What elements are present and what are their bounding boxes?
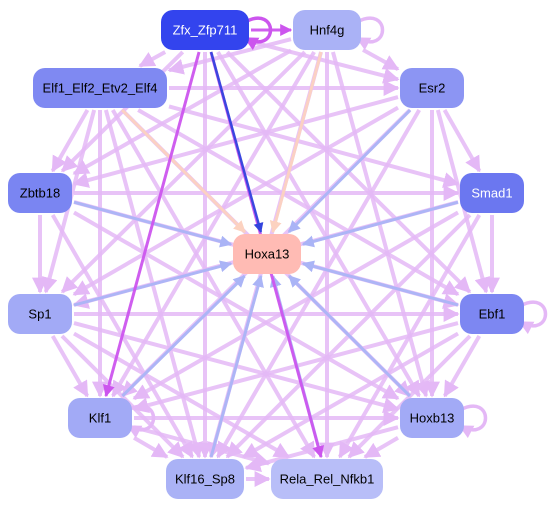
node-label-rela: Rela_Rel_Nfkb1 [280,471,375,486]
node-box-smad1 [460,173,524,213]
edge-hoxb13-to-rela [363,436,400,459]
edge-zbtb18-to-hoxb13 [73,210,400,401]
node-smad1[interactable]: Smad1 [460,173,524,213]
node-box-elf1 [33,68,167,108]
self-loop-zfx [243,16,273,51]
edge-zfx-to-hoxb13 [216,50,421,398]
edge-sp1-to-klf1 [50,335,90,398]
edge-klf16-to-hoxa13 [209,274,264,458]
node-label-hnf4g: Hnf4g [310,22,345,37]
edge-esr2-to-hoxa13 [287,108,412,234]
node-klf16[interactable]: Klf16_Sp8 [166,459,244,499]
edge-esr2-to-klf16 [216,108,421,459]
node-box-ebf1 [460,294,524,334]
node-label-ebf1: Ebf1 [479,306,506,321]
self-loop-klf1 [126,404,156,439]
edge-sp1-to-hoxa13 [73,260,233,307]
edge-ebf1-to-hoxb13 [442,335,482,398]
edge-zfx-to-klf1 [102,51,201,398]
node-box-esr2 [400,68,464,108]
edge-hnf4g-to-klf1 [111,50,316,398]
edge-hnf4g-to-elf1 [167,37,292,75]
edge-hnf4g-to-esr2 [362,48,400,71]
edge-zfx-to-esr2 [250,39,400,84]
edge-hnf4g-to-hoxa13 [269,51,323,234]
node-elf1[interactable]: Elf1_Elf2_Etv2_Elf4 [33,68,167,108]
node-ebf1[interactable]: Ebf1 [460,294,524,334]
node-zfx[interactable]: Zfx_Zfp711 [161,10,249,50]
node-label-esr2: Esr2 [419,80,446,95]
edge-elf1-to-zbtb18 [50,109,90,173]
node-rela[interactable]: Rela_Rel_Nfkb1 [271,459,383,499]
node-esr2[interactable]: Esr2 [400,68,464,108]
node-box-zbtb18 [8,173,72,213]
edge-elf1-to-ebf1 [137,108,460,297]
node-label-smad1: Smad1 [471,185,512,200]
node-label-klf1: Klf1 [89,410,111,425]
node-label-elf1: Elf1_Elf2_Etv2_Elf4 [43,80,158,95]
edge-zfx-to-elf1 [138,50,167,68]
node-sp1[interactable]: Sp1 [8,294,72,334]
node-label-sp1: Sp1 [28,306,51,321]
node-label-zbtb18: Zbtb18 [20,185,60,200]
edge-klf1-to-hoxa13 [121,274,246,398]
node-hnf4g[interactable]: Hnf4g [293,10,361,50]
node-box-rela [271,459,383,499]
node-zbtb18[interactable]: Zbtb18 [8,173,72,213]
edge-zfx-to-hoxa13 [209,51,264,233]
node-box-hnf4g [293,10,361,50]
node-box-sp1 [8,294,72,334]
edge-elf1-to-hoxa13 [121,108,246,234]
edge-ebf1-to-hoxa13 [301,260,459,307]
node-label-hoxb13: Hoxb13 [410,410,455,425]
node-label-klf16: Klf16_Sp8 [175,471,235,486]
edge-smad1-to-klf1 [132,210,459,401]
node-box-klf16 [166,459,244,499]
edge-hoxb13-to-hoxa13 [288,274,411,398]
edge-elf1-to-rela [111,108,316,459]
edge-esr2-to-smad1 [442,109,482,173]
edge-ebf1-to-klf16 [241,331,459,459]
edge-klf1-to-klf16 [132,436,169,459]
node-label-hoxa13: Hoxa13 [245,246,290,261]
node-hoxb13[interactable]: Hoxb13 [400,398,464,438]
node-box-hoxb13 [400,398,464,438]
edge-elf1-to-smad1 [168,104,460,188]
edge-smad1-to-hoxa13 [301,200,459,248]
self-loop-hoxb13 [458,404,488,439]
edge-esr2-to-sp1 [72,105,399,297]
node-klf1[interactable]: Klf1 [68,398,132,438]
node-box-zfx [161,10,249,50]
self-loop-hnf4g [355,16,385,51]
node-box-klf1 [68,398,132,438]
node-label-zfx: Zfx_Zfp711 [173,22,238,37]
node-box-hoxa13 [233,234,301,274]
self-loop-ebf1 [518,300,548,335]
node-hoxa13[interactable]: Hoxa13 [233,234,301,274]
